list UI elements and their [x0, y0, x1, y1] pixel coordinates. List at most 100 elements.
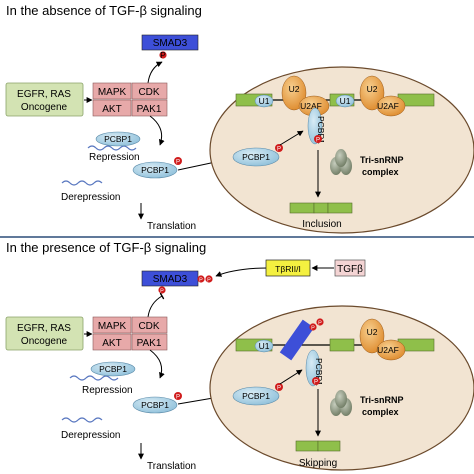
- panel-bottom: In the presence of TGF-β signaling SMAD3…: [5, 240, 474, 472]
- mrna-wave-derepressed: [61, 180, 103, 186]
- svg-text:PCBP1: PCBP1: [314, 358, 324, 386]
- mapk-box-bottom: [92, 316, 132, 334]
- phospho-pcbp1-nucleus-bottom: [275, 383, 283, 391]
- svg-text:PCBP1: PCBP1: [141, 165, 169, 175]
- u2-top-left: [281, 75, 307, 111]
- arrow-kinase-to-pcbp1: [149, 115, 165, 146]
- repression-label-bottom: Repression: [82, 385, 133, 396]
- svg-text:P: P: [314, 380, 318, 386]
- exon-3-inclusion: [327, 202, 353, 214]
- svg-text:U2: U2: [367, 84, 378, 94]
- inhibition-kinase-to-smad3: [147, 292, 165, 318]
- svg-text:PCBP1: PCBP1: [104, 134, 132, 144]
- skipping-label: Skipping: [299, 458, 337, 469]
- mrna-wave-repressed-bottom: [69, 375, 119, 381]
- akt-box-bottom: [92, 333, 132, 351]
- svg-text:U2AF: U2AF: [377, 101, 399, 111]
- repression-label: Repression: [89, 152, 140, 163]
- egfr-label: EGFR, RAS: [17, 89, 71, 100]
- pcbp1-nucleus-top: [232, 147, 280, 167]
- panel-top-title: In the absence of TGF-β signaling: [6, 3, 202, 18]
- svg-text:P: P: [160, 50, 166, 60]
- svg-text:P: P: [199, 278, 203, 284]
- svg-text:AKT: AKT: [102, 338, 121, 349]
- svg-text:U1: U1: [340, 96, 351, 106]
- derepression-label-bottom: Derepression: [61, 430, 120, 441]
- tri-snrnp-label-bottom: Tri-snRNP: [360, 395, 404, 405]
- u2-bottom: [359, 318, 385, 354]
- panel-top: In the absence of TGF-β signaling SMAD3 …: [5, 3, 474, 234]
- smad3-label: SMAD3: [153, 38, 188, 49]
- exon-2-inclusion: [313, 202, 329, 214]
- pcbp1-phospho: [132, 161, 178, 179]
- u2-top-right: [359, 75, 385, 111]
- svg-text:PCBP1: PCBP1: [242, 152, 270, 162]
- svg-text:P: P: [207, 278, 211, 284]
- svg-text:P: P: [277, 147, 281, 153]
- cdk-box: [131, 82, 168, 100]
- egfr-ras-oncogene-box-bottom: [5, 316, 84, 351]
- svg-text:U2: U2: [289, 84, 300, 94]
- arrow-to-smad3: [147, 61, 163, 84]
- svg-text:CDK: CDK: [138, 87, 159, 98]
- svg-text:PCBP1: PCBP1: [242, 391, 270, 401]
- translation-label: Translation: [147, 221, 196, 232]
- phospho-smad3-b2: [205, 275, 213, 283]
- complex-label-bottom: complex: [362, 407, 399, 417]
- exon-1-inclusion: [289, 202, 315, 214]
- svg-text:P: P: [311, 326, 315, 332]
- panel-bottom-title: In the presence of TGF-β signaling: [6, 240, 206, 255]
- svg-text:TβRII/I: TβRII/I: [275, 264, 301, 274]
- svg-text:P: P: [160, 289, 164, 295]
- svg-text:PCBP1: PCBP1: [99, 364, 127, 374]
- svg-text:PAK1: PAK1: [137, 338, 162, 349]
- svg-text:P: P: [318, 321, 322, 327]
- svg-text:PCBP1: PCBP1: [316, 116, 326, 144]
- phospho-pcbp1: [174, 157, 182, 165]
- u1-bottom: [254, 339, 274, 353]
- pcbp1-repressor: [95, 131, 141, 147]
- exon-1-skipping: [295, 440, 319, 452]
- mrna-wave-derepressed-bottom: [61, 417, 103, 423]
- phospho-smad3-bottom: [158, 286, 166, 294]
- u1-top-right: [335, 94, 355, 108]
- svg-text:EGFR, RAS: EGFR, RAS: [17, 323, 71, 334]
- svg-text:U2: U2: [367, 327, 378, 337]
- tgfb-ligand-box: [334, 259, 366, 277]
- exon-3-skipping: [317, 440, 341, 452]
- oncogene-label: Oncogene: [21, 102, 68, 113]
- egfr-ras-oncogene-box: [5, 82, 84, 117]
- phospho-smad3: [159, 51, 167, 59]
- arrow-to-bound-pcbp1-bottom: [279, 369, 303, 385]
- phospho-smad3-b1: [197, 275, 205, 283]
- mrna-wave-repressed: [87, 145, 137, 151]
- pcbp1-bound-bottom: [305, 349, 321, 387]
- svg-text:PAK1: PAK1: [137, 104, 162, 115]
- arrow-to-bound-pcbp1: [279, 130, 304, 146]
- pcbp1-bound-top: [307, 107, 323, 145]
- pcbp1-nucleus-bottom: [232, 386, 280, 406]
- phospho-bar-2: [316, 318, 324, 326]
- svg-text:PCBP1: PCBP1: [141, 400, 169, 410]
- svg-text:P: P: [316, 138, 320, 144]
- complex-label-top: complex: [362, 167, 399, 177]
- u2af-top-right: [376, 95, 406, 117]
- smad3-box: [141, 34, 199, 51]
- arrow-kinase-to-pcbp1-bottom: [149, 349, 165, 379]
- mapk-box: [92, 82, 132, 100]
- phospho-bar-1: [309, 323, 317, 331]
- tri-snrnp-top: [330, 149, 352, 175]
- svg-text:P: P: [277, 386, 281, 392]
- phospho-pcbp1-bound-top: [314, 135, 322, 143]
- pak1-box: [131, 99, 168, 117]
- svg-text:U1: U1: [259, 96, 270, 106]
- tri-snrnp-label-top: Tri-snRNP: [360, 155, 404, 165]
- smad3-blocking-bar: [279, 319, 315, 361]
- svg-text:U1: U1: [259, 341, 270, 351]
- svg-text:Oncogene: Oncogene: [21, 336, 68, 347]
- u1-top: [254, 94, 274, 108]
- pcbp1-phospho-bottom: [132, 396, 178, 414]
- svg-text:TGFβ: TGFβ: [337, 264, 363, 275]
- pak1-box-bottom: [131, 333, 168, 351]
